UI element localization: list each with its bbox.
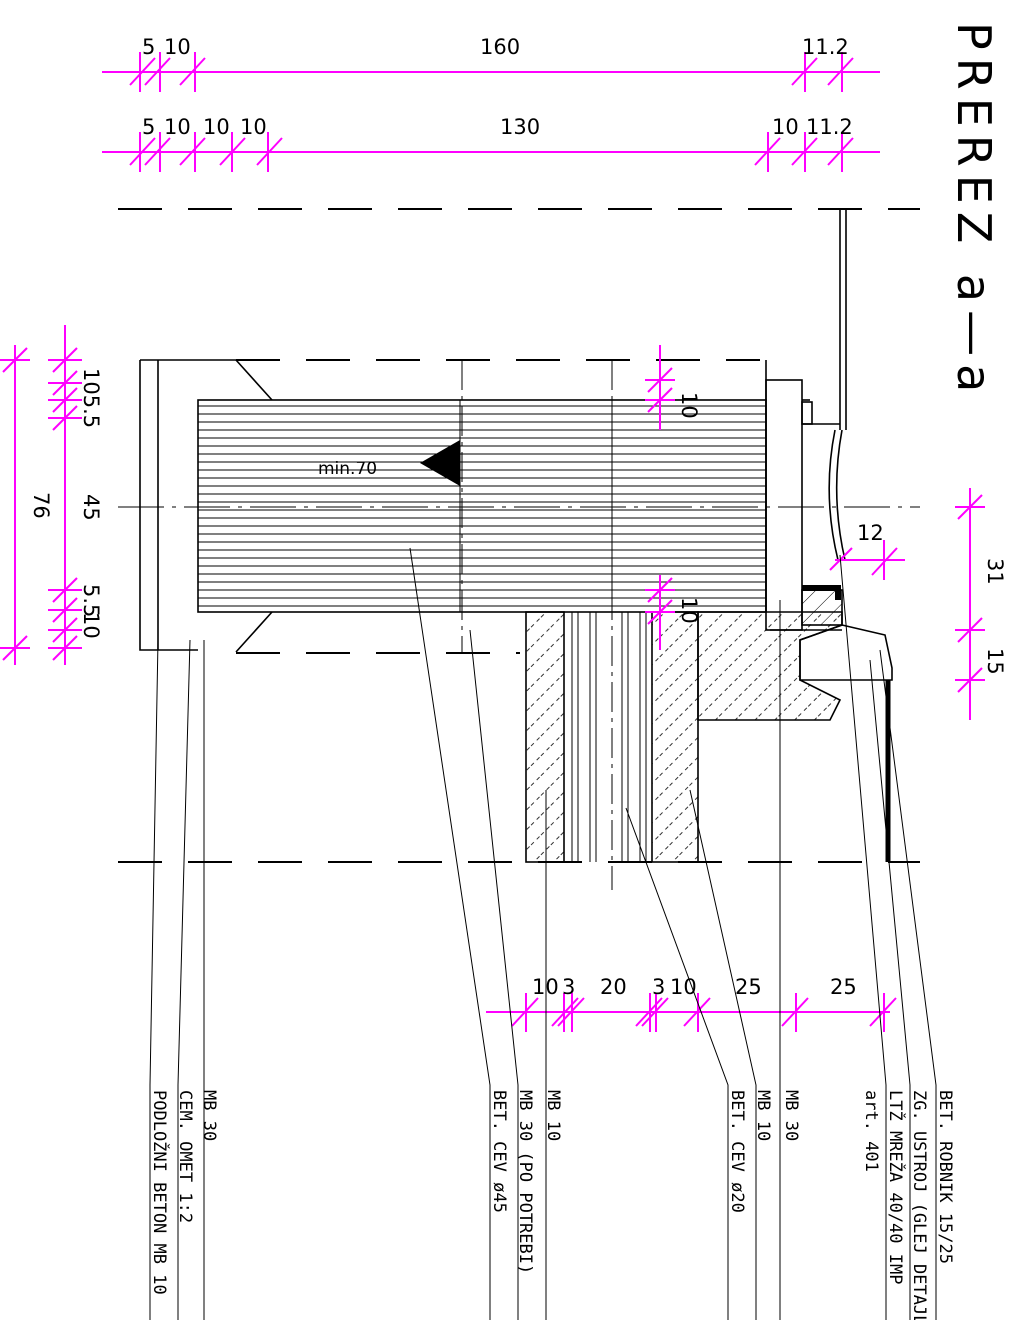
side-dimensions: 10 10 — [645, 345, 701, 650]
dim-b3: 3 — [562, 975, 575, 999]
bottom-dimension-row: 10 3 20 3 10 25 25 — [486, 975, 897, 1032]
dim-10b: 10 — [164, 115, 191, 139]
dim-105-5: 105.5 — [79, 368, 103, 428]
frame-right — [765, 209, 893, 681]
dim-10-left: 10 — [79, 612, 103, 639]
dim-10d: 10 — [240, 115, 267, 139]
label-ltz-mreza: LTŽ MREŽA 40/40 IMP — [885, 1090, 907, 1284]
dim-130: 130 — [500, 115, 540, 139]
dim-11-2b: 11.2 — [806, 115, 853, 139]
label-mb10-a: MB 10 — [543, 1090, 563, 1141]
dim-b10: 10 — [532, 975, 559, 999]
dim-45: 45 — [79, 494, 103, 521]
dim-5: 5 — [142, 35, 155, 59]
label-mb30-po-potrebi: MB 30 (PO POTREBI) — [515, 1090, 535, 1274]
label-podlozni-beton: PODLOŽNI BETON MB 10 — [149, 1090, 171, 1295]
dim-10: 10 — [164, 35, 191, 59]
dim-10-side-top: 10 — [677, 392, 701, 419]
dim-11-2: 11.2 — [802, 35, 849, 59]
left-dimensions: 105.5 45 5.5 10 76 — [0, 325, 103, 665]
material-labels: MB 30 CEM. OMET 1:2 PODLOŽNI BETON MB 10… — [149, 1090, 955, 1320]
label-mb30-b: MB 30 — [781, 1090, 801, 1141]
label-mb30-a: MB 30 — [199, 1090, 219, 1141]
dim-b10b: 10 — [670, 975, 697, 999]
label-zg-ustroj: ZG. USTROJ (GLEJ DETAJL) — [909, 1090, 929, 1320]
right-dimensions: 12 31 15 — [829, 488, 1007, 720]
dim-160: 160 — [480, 35, 520, 59]
label-bet-robnik: BET. ROBNIK 15/25 — [935, 1090, 955, 1264]
dim-b20: 20 — [600, 975, 627, 999]
label-mb10-b: MB 10 — [753, 1090, 773, 1141]
dim-10e: 10 — [772, 115, 799, 139]
dim-31: 31 — [983, 558, 1007, 585]
label-cem-omet: CEM. OMET 1:2 — [175, 1090, 195, 1223]
dim-15: 15 — [983, 648, 1007, 675]
dim-5-5: 5.5 — [79, 584, 103, 617]
dim-b25: 25 — [735, 975, 762, 999]
concrete-hatching — [525, 589, 891, 863]
dim-b25b: 25 — [830, 975, 857, 999]
dim-10c: 10 — [203, 115, 230, 139]
label-bet-cev-20: BET. CEV ø20 — [727, 1090, 747, 1213]
dim-76: 76 — [29, 492, 53, 519]
dim-5b: 5 — [142, 115, 155, 139]
dim-b3b: 3 — [652, 975, 665, 999]
leader-lines — [149, 547, 937, 1320]
label-art-401: art. 401 — [861, 1090, 881, 1172]
section-title: PREREZ a—a — [947, 22, 1001, 400]
label-bet-cev-45: BET. CEV ø45 — [489, 1090, 509, 1213]
top-dimension-row-1: 5 10 160 11.2 — [102, 35, 880, 92]
dim-10-side-bottom: 10 — [677, 597, 701, 624]
slope-note: min.70 — [318, 459, 377, 479]
dim-12: 12 — [857, 521, 884, 545]
channel-structure: min.70 — [118, 359, 920, 890]
top-dimension-row-2: 5 10 10 10 130 10 11.2 — [102, 115, 880, 172]
